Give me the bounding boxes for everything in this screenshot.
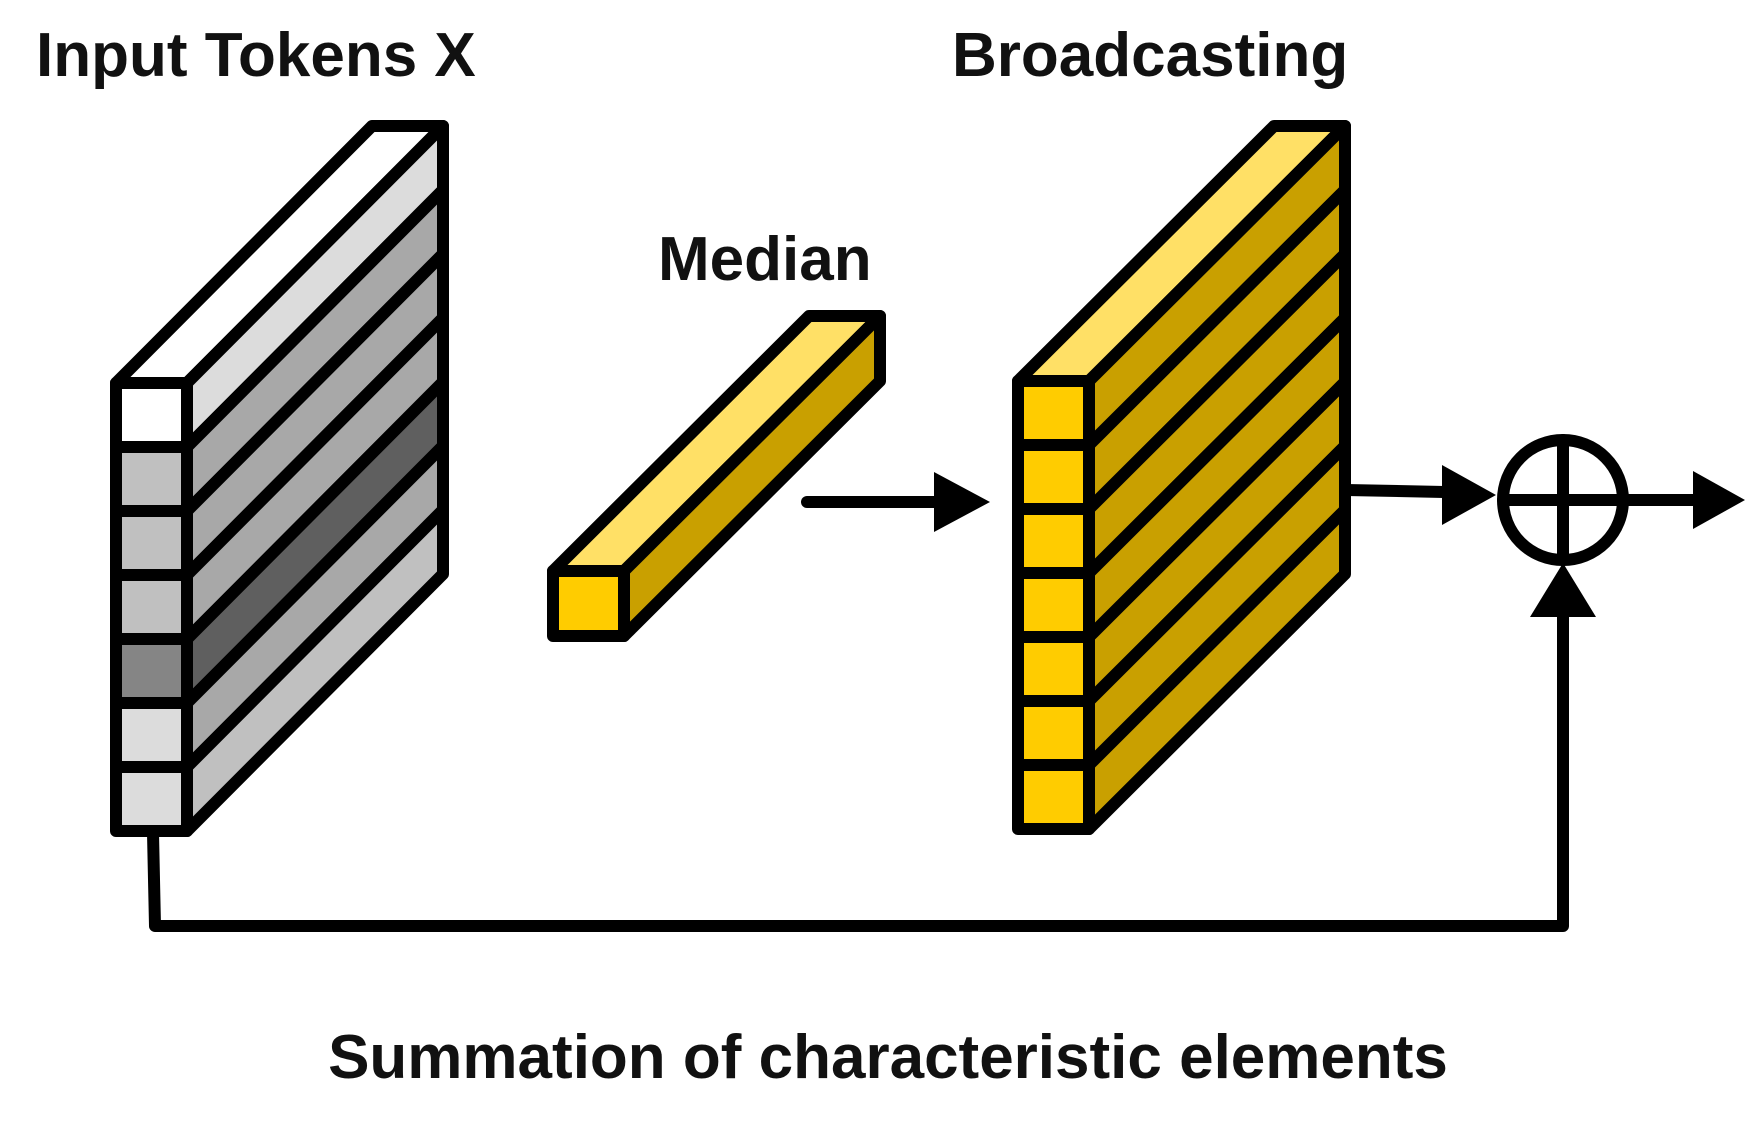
input-token-cell [110, 761, 193, 837]
input-token-cell [110, 697, 193, 773]
input-token-cell [110, 441, 193, 517]
broadcasting-block [1012, 120, 1351, 835]
summation-label: Summation of characteristic elements [328, 1023, 1448, 1092]
input-token-cells [110, 377, 193, 837]
median-block [547, 310, 886, 642]
broadcasting-label: Broadcasting [952, 21, 1348, 90]
broadcast-token-cell [1012, 375, 1095, 451]
circle-plus-icon [1497, 434, 1629, 566]
input-tokens-block [110, 120, 449, 837]
input-token-cell [110, 569, 193, 645]
input-token-cell [110, 633, 193, 709]
median-to-broadcast-arrow [801, 472, 990, 532]
input-token-cell [110, 377, 193, 453]
median-label: Median [658, 225, 872, 294]
broadcast-token-cells [1012, 375, 1095, 835]
broadcast-token-cell [1012, 567, 1095, 643]
residual-arrow [147, 563, 1596, 932]
input-token-cell [110, 505, 193, 581]
broadcast-token-cell [1012, 759, 1095, 835]
input-tokens-label: Input Tokens X [36, 21, 476, 90]
broadcast-token-cell [1012, 439, 1095, 515]
broadcast-token-cell [1012, 631, 1095, 707]
output-arrow [1617, 471, 1745, 529]
median-token-cell [547, 565, 630, 642]
broadcast-token-cell [1012, 503, 1095, 579]
broadcast-token-cell [1012, 695, 1095, 771]
broadcast-to-sum-arrow [1340, 465, 1496, 525]
